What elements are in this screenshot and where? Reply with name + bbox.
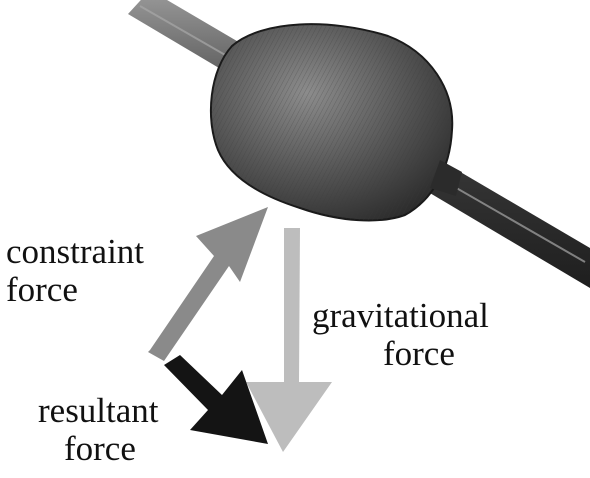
resultant-force-label: resultant force [38, 392, 159, 468]
bead [209, 23, 462, 222]
resultant-label-line2: force [64, 429, 136, 468]
constraint-force-arrow [148, 207, 268, 361]
gravitational-force-arrow [246, 228, 332, 452]
gravitational-label-line1: gravitational [312, 296, 489, 335]
constraint-label-line2: force [6, 270, 78, 309]
gravitational-label-line2: force [383, 334, 455, 373]
constraint-label-line1: constraint [6, 232, 145, 271]
constraint-force-label: constraint force [6, 233, 144, 309]
resultant-force-arrow [164, 355, 268, 444]
resultant-label-line1: resultant [38, 391, 159, 430]
gravitational-force-label: gravitational force [312, 297, 489, 373]
